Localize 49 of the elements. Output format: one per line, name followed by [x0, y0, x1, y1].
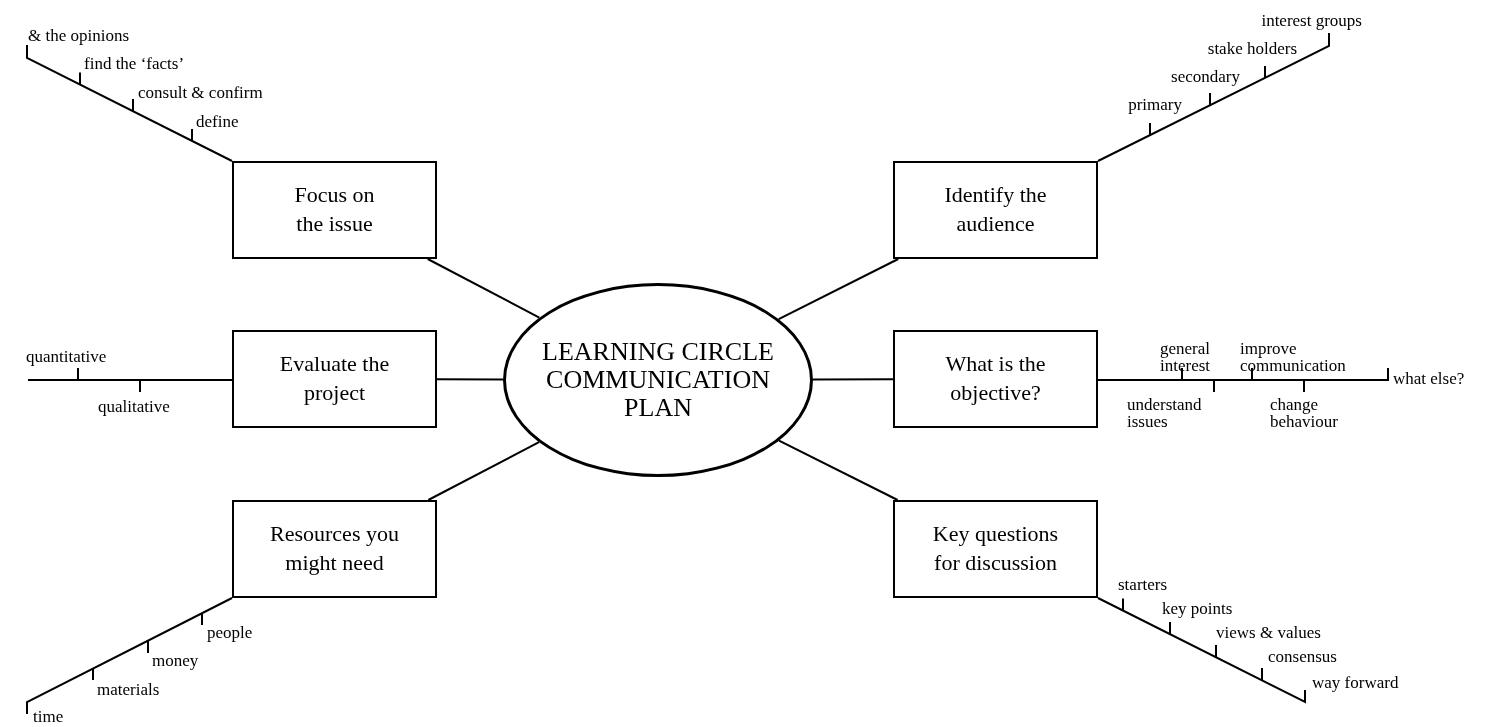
branch-label: time — [33, 708, 64, 725]
topic-box — [893, 500, 1098, 598]
topic-box — [232, 500, 437, 598]
branch-label: find the ‘facts’ — [84, 55, 185, 72]
connector-line — [27, 379, 233, 381]
topic-box — [893, 161, 1098, 259]
branch-label: people — [207, 624, 253, 641]
connector-line — [26, 597, 233, 715]
node-text: What is the objective? — [944, 350, 1047, 407]
connector-line — [778, 439, 899, 501]
branch-label: views & values — [1216, 624, 1321, 641]
node-text: Resources you might need — [269, 520, 400, 577]
topic-box — [893, 330, 1098, 428]
branch-label: general interest — [1160, 340, 1212, 374]
branch-label: primary — [1128, 96, 1182, 113]
connector-line — [427, 441, 540, 501]
connector-line — [436, 378, 504, 381]
branch-label: change behaviour — [1270, 396, 1339, 430]
connector-line — [426, 258, 541, 319]
branch-label: key points — [1162, 600, 1233, 617]
branch-label: define — [196, 113, 239, 130]
branch-label: interest groups — [1261, 12, 1362, 29]
branch-label: stake holders — [1207, 40, 1297, 57]
branch-label: consensus — [1268, 648, 1337, 665]
branch-label: secondary — [1171, 68, 1240, 85]
branch-label: what else? — [1393, 370, 1465, 387]
branch-label: & the opinions — [28, 27, 130, 44]
connector-line — [812, 378, 894, 381]
node-text: Focus on the issue — [293, 181, 376, 238]
branch-label: way forward — [1312, 674, 1399, 691]
topic-box — [232, 330, 437, 428]
branch-label: understand issues — [1127, 396, 1203, 430]
branch-label: starters — [1118, 576, 1168, 593]
node-text: Key questions for discussion — [931, 520, 1060, 577]
node-text: Evaluate the project — [278, 350, 391, 407]
connector-line — [777, 258, 900, 321]
node-text: Identify the audience — [943, 181, 1048, 238]
topic-box — [232, 161, 437, 259]
branch-label: qualitative — [98, 398, 170, 415]
connector-line — [1097, 367, 1389, 381]
connector-line — [1097, 32, 1330, 162]
branch-label: improve communication — [1240, 340, 1347, 374]
branch-label: materials — [97, 681, 160, 698]
connector-line — [26, 44, 233, 162]
branch-label: money — [152, 652, 199, 669]
branch-label: consult & confirm — [138, 84, 263, 101]
connector-line — [1097, 597, 1306, 704]
node-text: LEARNING CIRCLE COMMUNICATION PLAN — [541, 337, 775, 423]
branch-label: quantitative — [26, 348, 107, 365]
